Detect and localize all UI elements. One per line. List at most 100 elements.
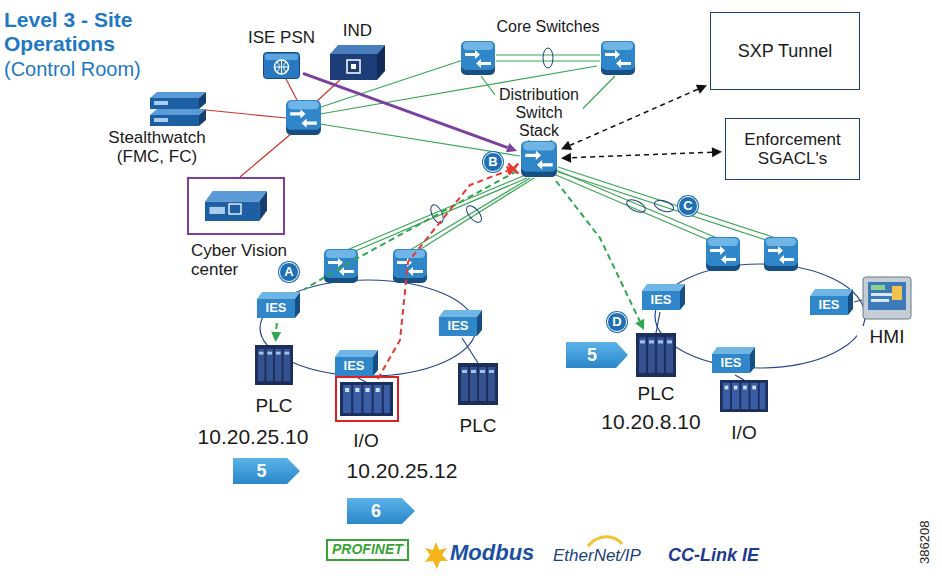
ise-server-shape (264, 53, 300, 79)
device-label: IES (710, 356, 752, 371)
ise-server-icon (263, 52, 300, 79)
step-tag: 6 (347, 498, 415, 524)
step-number: 6 (371, 501, 381, 521)
device-label: PLC (626, 383, 686, 404)
plc-shape (636, 333, 676, 377)
distribution-switch-shape (521, 141, 557, 177)
step-tag: 5 (233, 458, 300, 484)
callout-letter-text: D (612, 315, 621, 330)
device-label: 10.20.25.10 (183, 425, 323, 449)
ies-switch: IES (808, 287, 854, 317)
plc-icon (458, 363, 498, 405)
connector (275, 323, 278, 332)
ind-appliance-shape (330, 45, 385, 80)
connector (378, 171, 508, 379)
io-module-icon (340, 382, 393, 416)
callout-letter: D (607, 312, 627, 332)
plc-icon (636, 333, 676, 377)
hmi-panel: HMI (862, 276, 912, 320)
stealthwatch-appliance-icon (150, 92, 206, 126)
protocol-logo: PROFINET (326, 539, 409, 561)
io-module-shape (720, 380, 768, 412)
callout-letter-text: B (488, 155, 497, 170)
callout-letter-text: A (284, 265, 293, 280)
diagram-title: Level 3 - Site Operations (4, 8, 179, 56)
io-module-shape (340, 382, 393, 416)
cyber-vision-box: Cyber Vision center (187, 177, 285, 235)
callout-letter: C (678, 196, 698, 216)
device-label: IES (437, 319, 479, 334)
step-tag-icon (347, 498, 415, 524)
device-label: IES (640, 293, 682, 308)
ies-switch: IES (437, 308, 483, 338)
step-tag-shape (566, 342, 628, 368)
sxp-tunnel-box: SXP Tunnel (710, 12, 860, 90)
io-module: I/O (720, 380, 768, 412)
block-mark (508, 164, 518, 174)
device-label: Distribution Switch Stack (495, 86, 583, 140)
callout-letter-text: C (683, 199, 692, 214)
step-tag-shape (233, 458, 300, 484)
ind-appliance-icon (330, 44, 385, 80)
device-label: PLC (244, 395, 304, 416)
step-tag-shape (347, 498, 415, 524)
device-label: 10.20.25.12 (332, 459, 472, 483)
connector (571, 152, 712, 158)
ise-server: ISE PSN (263, 52, 300, 79)
callout-letter: A (279, 262, 299, 282)
core-switches-icon (460, 40, 636, 76)
cyber-vision-box-icon (189, 179, 283, 233)
ind-appliance: IND (330, 44, 385, 80)
plc-icon (255, 345, 293, 385)
device-label: HMI (857, 326, 917, 347)
plc: PLC10.20.25.10 (255, 345, 293, 385)
figure-number: 386208 (918, 515, 933, 569)
hmi-panel-icon (862, 276, 912, 320)
device-label: Enforcement SGACL's (735, 130, 850, 168)
enforcement-box: Enforcement SGACL's (725, 118, 860, 180)
ies-switch: IES (333, 348, 379, 378)
security-links (206, 79, 340, 177)
ies-switch: IES (255, 290, 301, 320)
plc-shape (255, 345, 293, 385)
arrowhead (561, 153, 571, 163)
device-label: ISE PSN (245, 28, 318, 47)
ies-switch: IES (640, 282, 686, 312)
callout-letter: B (483, 152, 503, 172)
device-label: SXP Tunnel (720, 41, 850, 61)
io-module-icon (720, 380, 768, 412)
distribution-switch: Distribution Switch Stack (520, 140, 558, 178)
protocol-logo: EtherNet/IP (553, 546, 641, 565)
device-label: Stealthwatch (FMC, FC) (100, 128, 214, 166)
device-label: 10.20.8.10 (581, 410, 721, 434)
distribution-switch-icon (520, 140, 558, 178)
device-label: PLC (448, 415, 508, 436)
device-label: IND (330, 21, 385, 40)
hmi-panel-shape (863, 277, 911, 319)
stealthwatch-appliance: Stealthwatch (FMC, FC) (150, 92, 206, 126)
device-label: IES (255, 301, 297, 316)
plc: PLC (458, 363, 498, 405)
connector (570, 89, 698, 145)
io-module: I/O10.20.25.12 (340, 382, 393, 416)
connector (303, 73, 508, 147)
arrowhead (271, 332, 281, 342)
highlight-box (336, 377, 398, 421)
step-number: 5 (587, 345, 597, 365)
plc-shape (458, 363, 498, 405)
step-tag: 5 (566, 342, 628, 368)
arrowhead (712, 147, 722, 157)
device-label: I/O (714, 422, 774, 443)
device-label: IES (333, 359, 375, 374)
core-switches: Core Switches (460, 40, 636, 76)
step-number: 5 (256, 461, 266, 481)
step-tag-icon (566, 342, 628, 368)
device-label: Core Switches (483, 18, 613, 36)
cyber-vision-box-shape (205, 191, 267, 221)
step-tag-icon (233, 458, 300, 484)
protocol-logo: Modbus (450, 541, 534, 566)
ies-switch: IES (710, 345, 756, 375)
plc: PLC10.20.8.10 (636, 333, 676, 377)
protocol-logo: CC-Link IE (668, 545, 759, 565)
uplink-lines (318, 55, 776, 252)
